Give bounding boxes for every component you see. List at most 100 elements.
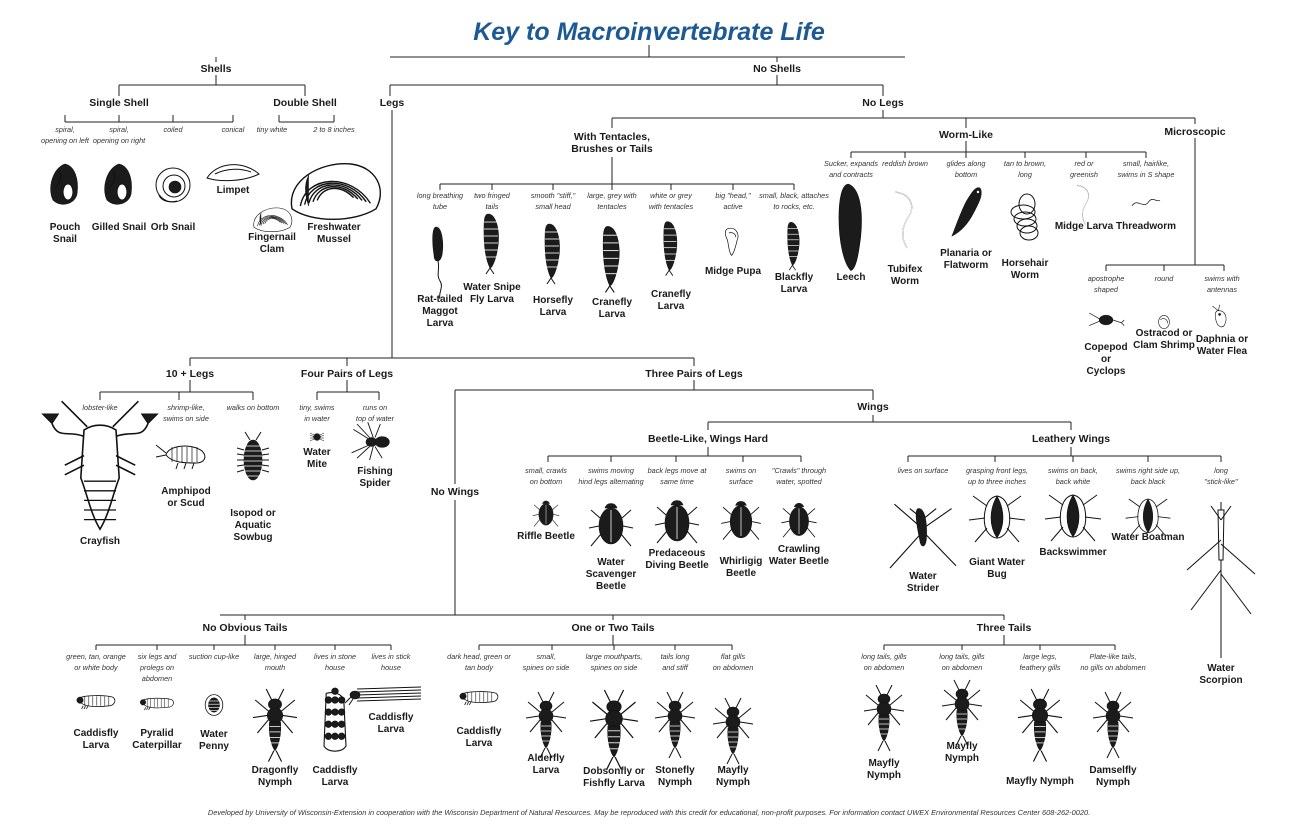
organism-fingernail-clam-clam-icon bbox=[253, 207, 293, 232]
organism-threadworm-name: Threadworm bbox=[1116, 221, 1176, 232]
organism-riffle-beetle-beetle-icon bbox=[532, 500, 560, 527]
organism-gilled-snail-name: Gilled Snail bbox=[92, 222, 147, 233]
organism-midge-larva-worm-icon bbox=[1076, 185, 1089, 225]
organism-backswimmer-name: Backswimmer bbox=[1039, 547, 1106, 558]
group-label-no-shells: No Shells bbox=[753, 63, 801, 75]
group-label-wings: Wings bbox=[857, 401, 889, 413]
group-label-with-tentacles: With Tentacles,Brushes or Tails bbox=[571, 131, 653, 155]
organism-cranefly-larva-2-larva-icon bbox=[663, 221, 678, 276]
organism-ostracod-description: round bbox=[1155, 274, 1175, 283]
organism-backswimmer-bug-icon bbox=[1044, 494, 1102, 542]
organism-isopod-isopod-icon bbox=[236, 431, 270, 481]
group-label-no-wings: No Wings bbox=[431, 486, 479, 498]
organism-copepod-copepod-icon bbox=[1089, 312, 1125, 326]
organism-limpet-limpet-icon bbox=[206, 164, 260, 182]
organism-mayfly-nymph-4-description: large legs,feathery gills bbox=[1020, 652, 1061, 672]
organism-isopod-description: walks on bottom bbox=[227, 403, 280, 412]
organism-planaria-flatworm-icon bbox=[951, 187, 982, 237]
organism-pouch-snail-snail-left-icon bbox=[50, 163, 78, 205]
organism-midge-pupa-pupa-icon bbox=[724, 227, 739, 256]
organism-damselfly-nymph-description: Plate-like tails,no gills on abdomen bbox=[1080, 652, 1145, 672]
organism-gilled-snail-description: spiral,opening on right bbox=[93, 125, 146, 145]
organism-crayfish-crayfish-icon bbox=[41, 400, 159, 531]
organism-riffle-beetle-name: Riffle Beetle bbox=[517, 531, 575, 542]
organism-mayfly-nymph-3-nymph-icon bbox=[941, 679, 983, 747]
group-label-no-obvious-tails: No Obvious Tails bbox=[203, 622, 288, 634]
organism-whirligig-beetle-beetle-icon bbox=[721, 501, 761, 540]
organism-horsefly-larva-description: smooth "stiff,"small head bbox=[531, 191, 576, 211]
organism-orb-snail-description: coiled bbox=[163, 125, 183, 134]
organism-limpet-description: conical bbox=[222, 125, 245, 134]
organism-horsehair-worm-description: tan to brown,long bbox=[1004, 159, 1046, 179]
organism-mayfly-nymph-1-nymph-icon bbox=[712, 697, 754, 765]
organism-dobsonfly-larva-nymph-icon bbox=[589, 689, 639, 770]
organism-caddisfly-larva-1-larva-icon bbox=[76, 695, 116, 710]
group-label-beetle-like: Beetle-Like, Wings Hard bbox=[648, 433, 768, 445]
organism-orb-snail-coiled-snail-icon bbox=[155, 167, 191, 203]
organism-crawling-water-beetle-beetle-icon bbox=[781, 502, 817, 538]
group-label-no-legs: No Legs bbox=[862, 97, 904, 109]
organism-water-boatman-description: swims right side up,back black bbox=[1116, 466, 1180, 486]
organism-fishing-spider-spider-icon bbox=[351, 422, 390, 461]
organism-midge-pupa-description: big "head,"active bbox=[715, 191, 751, 211]
organism-threadworm-description: small, hairlike,swims in S shape bbox=[1118, 159, 1175, 179]
group-label-ten-legs: 10 + Legs bbox=[166, 368, 214, 380]
organism-giant-water-bug-bug-icon bbox=[968, 495, 1026, 543]
group-label-one-or-two-tails: One or Two Tails bbox=[571, 622, 654, 634]
organism-water-penny-description: suction cup-like bbox=[189, 652, 239, 661]
organism-backswimmer-description: swims on back,back white bbox=[1048, 466, 1098, 486]
organism-midge-pupa-name: Midge Pupa bbox=[705, 266, 762, 277]
organism-caddisfly-larva-stick-stick-case-icon bbox=[344, 686, 422, 706]
organism-water-strider-strider-icon bbox=[889, 503, 957, 569]
organism-orb-snail-name: Orb Snail bbox=[151, 222, 196, 233]
organism-tubifex-worm-description: reddish brown bbox=[882, 159, 928, 168]
organism-water-snipe-fly-larva-icon bbox=[483, 213, 499, 275]
group-label-single-shell: Single Shell bbox=[89, 97, 149, 109]
organism-daphnia-daphnia-icon bbox=[1212, 304, 1227, 328]
organism-water-boatman-bug-icon bbox=[1125, 498, 1171, 537]
organism-water-penny-penny-icon bbox=[204, 694, 224, 716]
organism-water-scavenger-beetle-beetle-icon bbox=[588, 503, 634, 547]
organism-water-strider-description: lives on surface bbox=[898, 466, 949, 475]
tree-connectors bbox=[64, 45, 1225, 650]
organism-dragonfly-nymph-nymph-icon bbox=[252, 688, 298, 762]
organism-ostracod-ostracod-icon bbox=[1158, 315, 1170, 329]
group-label-leathery-wings: Leathery Wings bbox=[1032, 433, 1110, 445]
organism-horsefly-larva-larva-icon bbox=[544, 223, 560, 285]
